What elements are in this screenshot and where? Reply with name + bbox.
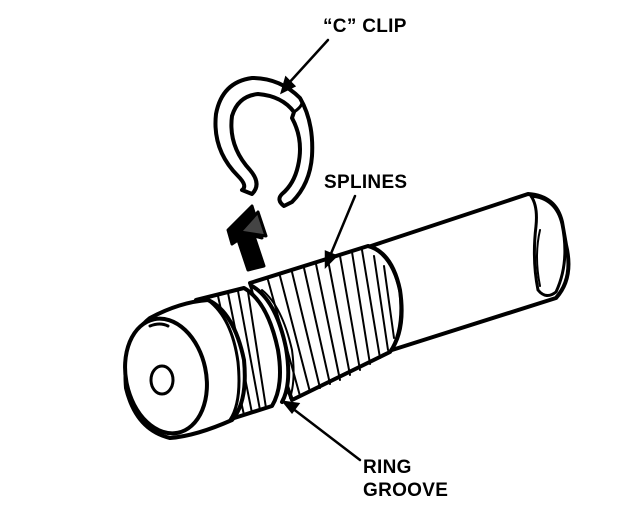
c-clip-arrowhead: [280, 75, 297, 95]
leader-lines: [280, 38, 362, 462]
c-clip-label: “C” CLIP: [323, 16, 407, 37]
splines-leader: [328, 194, 357, 258]
installation-arrow: [226, 204, 268, 272]
splines-arrowhead: [324, 250, 339, 270]
shaft-end-cap: [123, 298, 247, 440]
c-clip-leader: [286, 38, 330, 86]
axle-shaft: [360, 192, 571, 352]
ring-groove-leader: [290, 406, 362, 462]
ring-groove-label-line2: GROOVE: [363, 480, 449, 501]
splines-label: SPLINES: [324, 172, 408, 193]
center-hole: [149, 364, 175, 396]
c-clip: [213, 76, 315, 208]
ring-groove-arrowhead: [281, 400, 301, 415]
ring-groove-label-line1: RING: [363, 457, 412, 478]
